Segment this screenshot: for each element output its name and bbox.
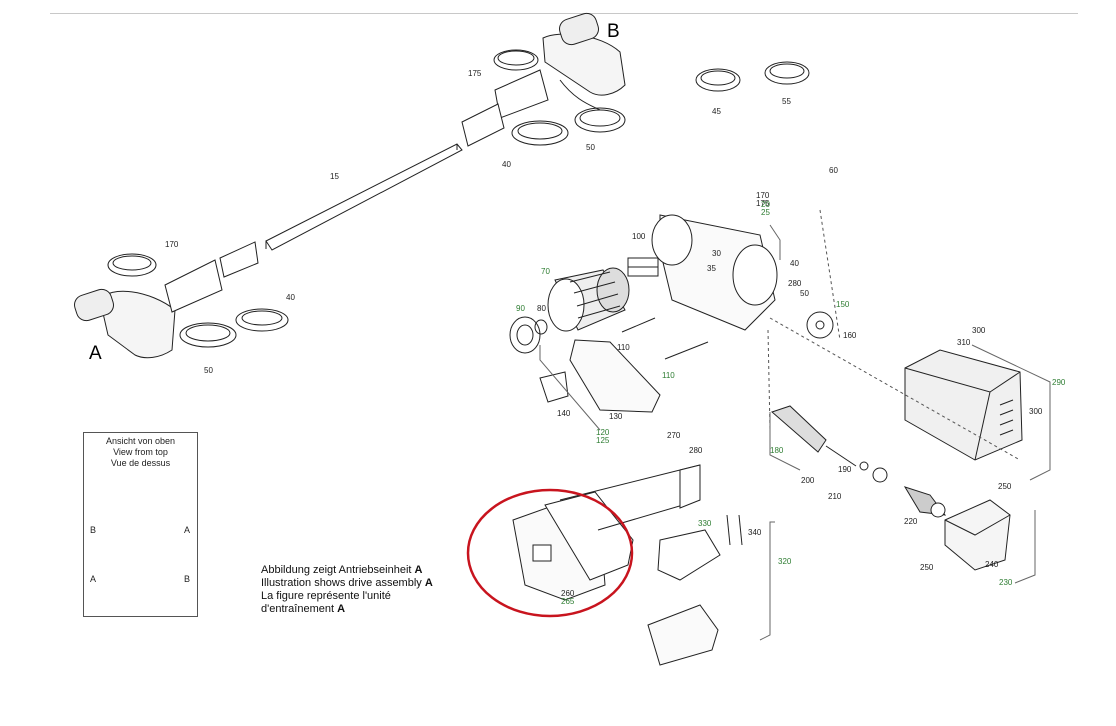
motor-assembly	[627, 214, 778, 331]
note-line-de: Abbildung zeigt Antriebseinheit A	[261, 564, 423, 576]
end-cap-230	[944, 499, 1011, 571]
callout-170-left: 170	[165, 240, 179, 249]
tube-15	[265, 143, 463, 251]
callout-300-b: 300	[1029, 407, 1043, 416]
callout-110-a: 110	[617, 343, 630, 352]
callout-130: 130	[609, 412, 623, 421]
callout-210: 210	[828, 492, 842, 501]
callout-50: 50	[586, 143, 595, 152]
marker-b: B	[607, 21, 620, 42]
callout-80: 80	[537, 304, 546, 313]
top-rule	[50, 13, 1078, 14]
roller-70	[547, 267, 630, 332]
callout-250-b: 250	[920, 563, 934, 572]
note-line-en: Illustration shows drive assembly A	[261, 577, 433, 589]
worm-gear-220	[859, 461, 947, 518]
inset-label-right-bottom: B	[184, 574, 191, 584]
group-brackets	[539, 224, 1051, 641]
callout-35: 35	[707, 264, 716, 273]
callout-110-green: 110	[662, 371, 675, 380]
callout-220: 220	[904, 517, 918, 526]
callout-90: 90	[516, 304, 525, 313]
drive-assembly-note: Abbildung zeigt Antriebseinheit A Illust…	[261, 564, 433, 616]
callout-290: 290	[1052, 378, 1066, 387]
top-view-inset: Ansicht von oben View from top Vue de de…	[83, 432, 198, 617]
callout-270: 270	[667, 431, 681, 440]
callout-265: 265	[561, 597, 575, 606]
callout-100: 100	[632, 232, 646, 241]
clamp-320	[647, 514, 743, 666]
callout-310: 310	[957, 338, 971, 347]
callout-330: 330	[698, 519, 712, 528]
note-line-fr-2: d'entraînement A	[261, 603, 346, 615]
callout-280-low: 280	[689, 446, 703, 455]
callout-300-a: 300	[972, 326, 986, 335]
callout-170: 170	[756, 191, 770, 200]
callout-175: 175	[468, 69, 482, 78]
callout-320: 320	[778, 557, 792, 566]
inset-title-en: View from top	[113, 447, 168, 457]
callout-230: 230	[999, 578, 1013, 587]
callout-200: 200	[801, 476, 815, 485]
callout-45: 45	[712, 107, 721, 116]
callout-120: 120	[596, 428, 610, 437]
inset-label-right-top: A	[184, 525, 191, 535]
note-line-fr: La figure représente l'unité	[261, 590, 391, 602]
callout-175-mid: 175	[756, 199, 770, 208]
callout-180: 180	[770, 446, 784, 455]
callout-190: 190	[838, 465, 852, 474]
callout-40: 40	[502, 160, 511, 169]
fan-150	[806, 311, 834, 339]
callout-280: 280	[788, 279, 802, 288]
callout-55: 55	[782, 97, 791, 106]
callout-60: 60	[829, 166, 838, 175]
inset-label-left-bottom: A	[90, 574, 97, 584]
bracket-120	[539, 339, 661, 413]
inset-title-de: Ansicht von oben	[105, 436, 176, 446]
callout-50-mid: 50	[800, 289, 809, 298]
drive-unit-a	[74, 253, 289, 359]
callout-125: 125	[596, 436, 610, 445]
callout-140: 140	[557, 409, 571, 418]
worm-shaft-180	[771, 405, 857, 467]
marker-a: A	[89, 343, 102, 364]
callout-40-right: 40	[790, 259, 799, 268]
callout-240: 240	[985, 560, 999, 569]
leader-lines	[767, 209, 1021, 461]
callout-160: 160	[843, 331, 857, 340]
cover-290	[904, 349, 1023, 461]
drive-unit-b	[461, 12, 626, 147]
callout-50-left: 50	[204, 366, 213, 375]
callout-150: 150	[836, 300, 850, 309]
inset-label-left-top: B	[90, 525, 97, 535]
tube-left	[219, 241, 259, 278]
callout-340: 340	[748, 528, 762, 537]
mount-bracket-260	[512, 464, 701, 601]
callout-30: 30	[712, 249, 721, 258]
inset-title-fr: Vue de dessus	[110, 458, 171, 468]
callout-25: 25	[761, 208, 770, 217]
callout-70: 70	[541, 267, 550, 276]
highlight-circle	[466, 488, 634, 618]
cap-90	[509, 316, 548, 354]
callout-15: 15	[330, 172, 339, 181]
callout-40-left: 40	[286, 293, 295, 302]
callout-250-a: 250	[998, 482, 1012, 491]
callout-260: 260	[561, 589, 575, 598]
bolts-110	[621, 317, 709, 360]
cable-coils-45-55	[695, 61, 810, 92]
callout-20: 20	[761, 200, 770, 209]
